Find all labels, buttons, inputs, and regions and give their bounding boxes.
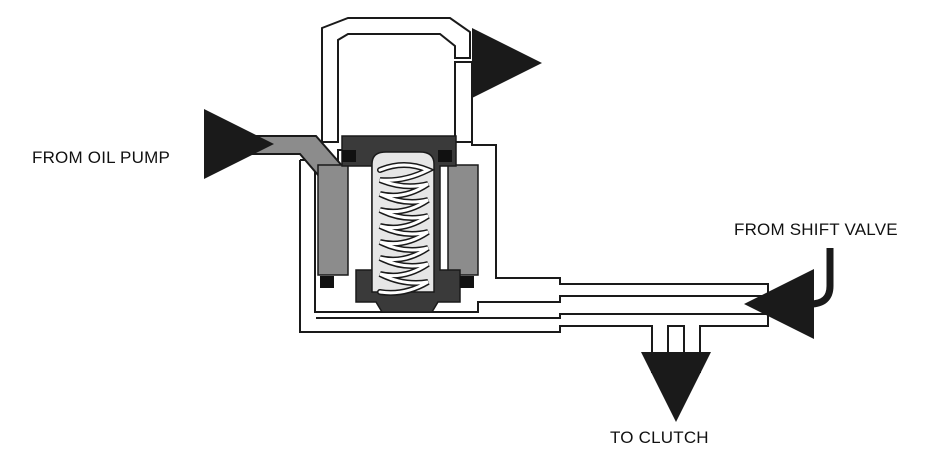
seal-top-right	[438, 150, 452, 162]
seal-bottom-left	[320, 276, 334, 288]
pressure-chamber-left	[317, 164, 349, 276]
label-to-clutch: TO CLUTCH	[610, 428, 709, 447]
pressure-chamber-right	[447, 164, 479, 276]
label-from-shift-valve: FROM SHIFT VALVE	[734, 220, 898, 239]
bypass-channel	[321, 17, 471, 143]
seal-top-left	[342, 150, 356, 162]
return-spring-highlight	[378, 163, 432, 295]
label-from-oil-pump: FROM OIL PUMP	[32, 148, 170, 167]
valve-body-outer	[299, 160, 769, 373]
seal-bottom-right	[460, 276, 474, 288]
arrow-curved-left-icon	[744, 248, 834, 339]
return-channel	[454, 61, 473, 143]
